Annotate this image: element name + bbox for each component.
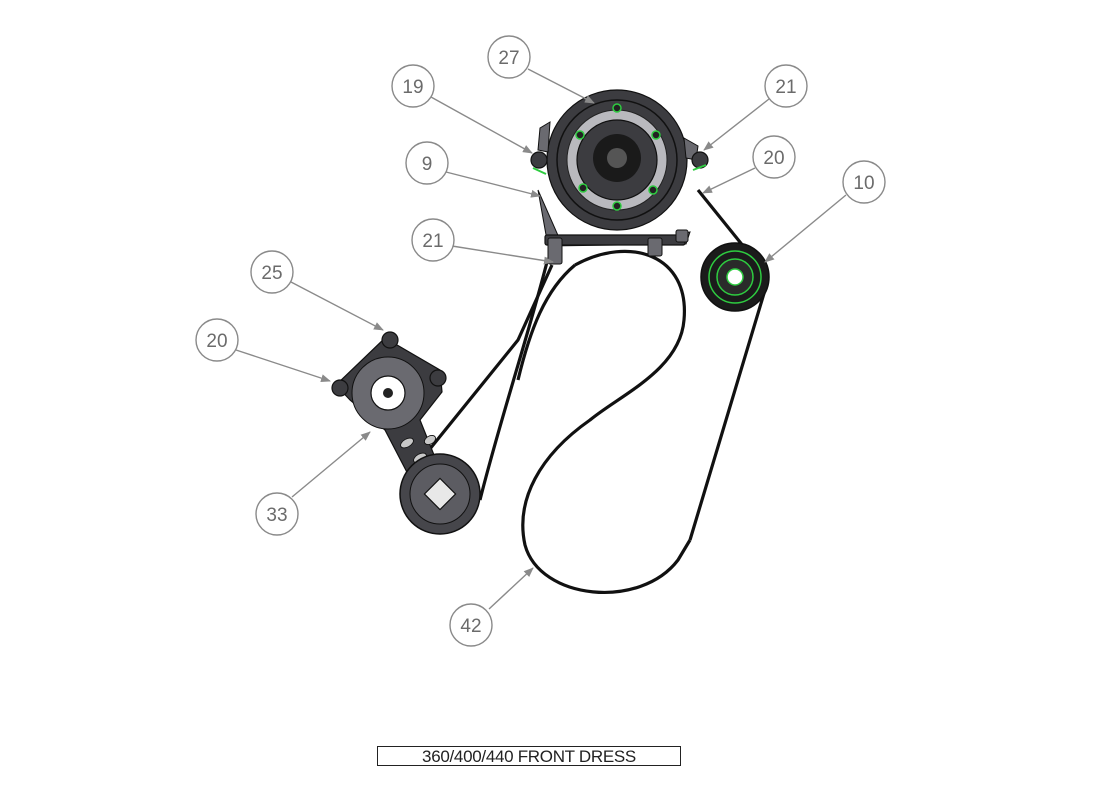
balloon-label: 21 [422,231,443,252]
balloon-leaders [235,68,847,610]
balloon-21-mid: 21 [411,218,455,262]
balloon-label: 20 [206,331,227,352]
balloon-label: 21 [775,77,796,98]
balloon-27: 27 [487,35,531,79]
balloon-label: 10 [853,173,874,194]
balloon-label: 27 [498,48,519,69]
alternator [530,89,709,231]
balloon-label: 19 [402,77,423,98]
balloon-20-top: 20 [752,135,796,179]
balloon-10: 10 [842,160,886,204]
serpentine-belt [423,188,767,594]
balloon-label: 25 [261,263,282,284]
balloon-label: 42 [460,616,481,637]
balloon-label: 9 [422,154,433,175]
balloon-9: 9 [405,141,449,185]
balloon-25: 25 [250,250,294,294]
balloon-42: 42 [449,603,493,647]
idler-pulley [700,242,770,312]
balloon-19: 19 [391,64,435,108]
balloon-label: 33 [266,505,287,526]
balloon-21-top: 21 [764,64,808,108]
balloon-20-left: 20 [195,318,239,362]
balloon-label: 20 [763,148,784,169]
view-title: 360/400/440 FRONT DRESS [377,746,681,766]
alternator-bracket [537,189,691,265]
tensioner-assembly [331,331,481,535]
balloon-33: 33 [255,492,299,536]
